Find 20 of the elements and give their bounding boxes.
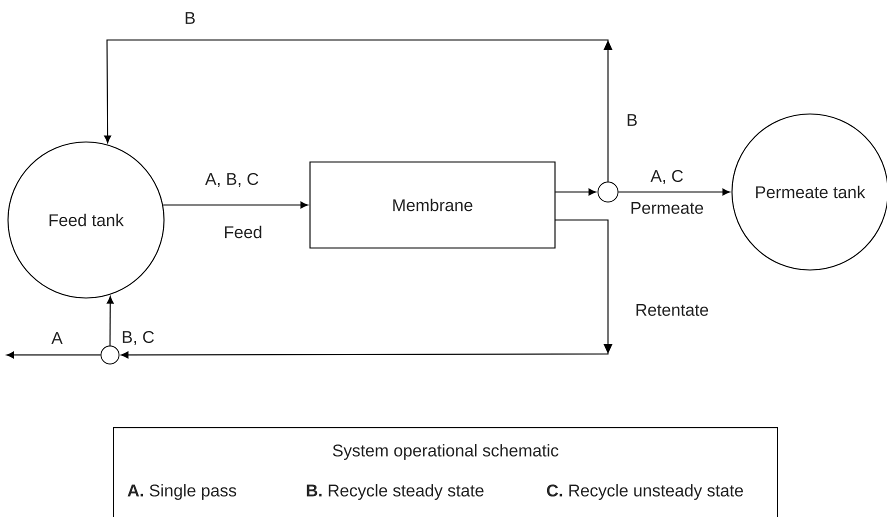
valve-circle xyxy=(598,182,618,202)
arrow xyxy=(163,201,308,208)
arrow xyxy=(556,188,596,196)
arrow xyxy=(6,352,101,358)
arrow xyxy=(618,188,730,196)
edge-label: A, C xyxy=(650,170,683,184)
valve-circle xyxy=(100,346,120,364)
edge-label: A, B, C xyxy=(205,172,258,188)
edge-label: Retentate xyxy=(636,304,708,316)
flow-label: B xyxy=(186,12,195,24)
flow-label: Permeate xyxy=(632,202,704,214)
flow-label: Feed xyxy=(225,226,262,238)
edge-label: B, C xyxy=(122,330,154,346)
edge-label: B xyxy=(628,114,637,126)
arrow xyxy=(104,39,612,182)
arrow xyxy=(120,219,612,358)
legend-box: System operational schematic A. Single pass B. Recycle steady state C. Recycle unsteady state xyxy=(112,426,778,517)
edge-label: A xyxy=(51,332,63,344)
membrane-box: Membrane xyxy=(309,161,556,249)
arrow xyxy=(106,296,114,346)
